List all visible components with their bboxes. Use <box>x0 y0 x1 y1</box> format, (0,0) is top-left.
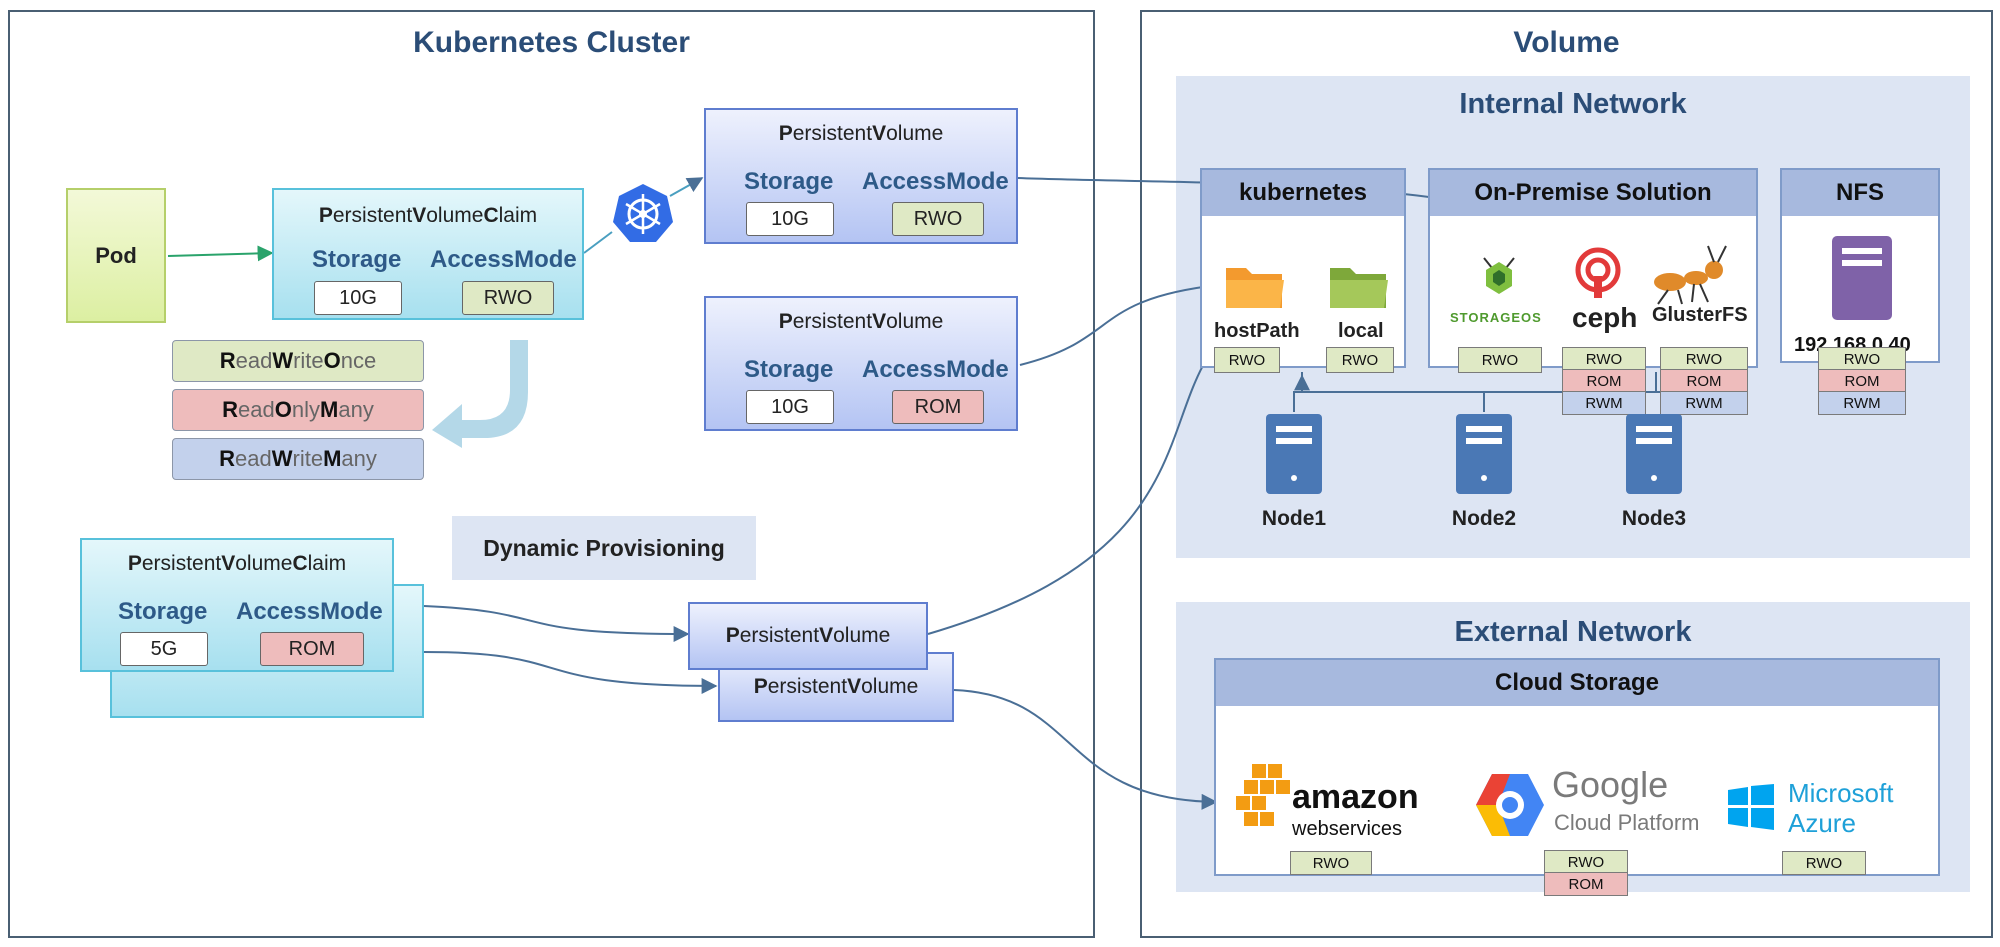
nfs-tag-rwo: RWO <box>1818 347 1906 371</box>
azure-line2: Azure <box>1788 808 1856 838</box>
glusterfs-icon <box>1654 245 1727 305</box>
pv3-title: PersistentVolume <box>725 624 891 647</box>
nfs-server-icon <box>1832 236 1892 320</box>
ceph-label: ceph <box>1572 302 1638 333</box>
azure-tag-rwo: RWO <box>1782 851 1866 875</box>
aws-line1: amazon <box>1292 778 1419 816</box>
ceph-tag-rom: ROM <box>1562 369 1646 393</box>
cloud-storage-title: Cloud Storage <box>1216 660 1938 706</box>
pv2-access-value: ROM <box>892 390 984 424</box>
pvc2-storage-value: 5G <box>120 632 208 666</box>
gluster-tag-rwm: RWM <box>1660 391 1748 415</box>
node1-label: Node1 <box>1261 507 1327 530</box>
pv-box-1[interactable]: PersistentVolume Storage AccessMode 10G … <box>704 108 1018 244</box>
nfs-title: NFS <box>1782 170 1938 216</box>
pvc1-access-label: AccessMode <box>430 246 577 273</box>
nfs-tag-rwm: RWM <box>1818 391 1906 415</box>
external-network-title: External Network <box>1454 616 1692 648</box>
hostpath-label: hostPath <box>1214 320 1300 342</box>
gcp-line1: Google <box>1552 764 1669 805</box>
pvc-to-pv-arrow <box>583 178 702 254</box>
azure-line1: Microsoft <box>1788 778 1894 808</box>
dynamic-provisioning-label: Dynamic Provisioning <box>452 516 756 580</box>
gcp-tag-rwo: RWO <box>1544 850 1628 874</box>
local-label: local <box>1338 320 1384 342</box>
pv1-access-value: RWO <box>892 202 984 236</box>
onprem-title: On-Premise Solution <box>1430 170 1756 216</box>
pv1-title: PersistentVolume <box>778 122 944 145</box>
local-tag-rwo: RWO <box>1326 347 1394 373</box>
pvc2-to-pv4-arrow <box>423 651 718 694</box>
gcp-line2: Cloud Platform <box>1554 810 1700 835</box>
pv2-storage-label: Storage <box>744 356 834 383</box>
aws-cubes-icon <box>1236 764 1290 826</box>
pv4-to-aws-arrow <box>953 689 1218 810</box>
kubernetes-storage-panel: kubernetes hostPath local <box>1200 168 1406 368</box>
pv2-to-hostpath-arrow <box>1019 278 1220 366</box>
azure-windows-icon <box>1728 784 1774 830</box>
ceph-icon <box>1575 247 1621 298</box>
pvc2-access-value: ROM <box>260 632 364 666</box>
cluster-title: Kubernetes Cluster <box>413 26 690 59</box>
storageos-label: STORAGEOS <box>1450 310 1542 325</box>
internal-network-title: Internal Network <box>1459 88 1687 120</box>
hostpath-folder-icon <box>1226 268 1284 308</box>
gluster-tag-rom: ROM <box>1660 369 1748 393</box>
node2-server-icon <box>1456 414 1512 494</box>
storageos-icon <box>1483 257 1515 294</box>
storageos-tag-rwo: RWO <box>1458 347 1542 373</box>
pv1-storage-label: Storage <box>744 168 834 195</box>
nfs-tag-rom: ROM <box>1818 369 1906 393</box>
pv4-title: PersistentVolume <box>753 675 919 698</box>
node1-server-icon <box>1266 414 1322 494</box>
modes-curved-arrow <box>432 340 528 448</box>
pv1-storage-value: 10G <box>746 202 834 236</box>
hostpath-tag-rwo: RWO <box>1214 347 1280 373</box>
pvc2-storage-label: Storage <box>118 598 208 625</box>
ceph-tag-rwo: RWO <box>1562 347 1646 371</box>
aws-tag-rwo: RWO <box>1290 851 1372 875</box>
node-wiring <box>1293 372 1665 412</box>
nfs-panel: NFS 192.168.0.40 <box>1780 168 1940 363</box>
onprem-panel: On-Premise Solution STORAGEOS ceph Glust… <box>1428 168 1758 368</box>
pv-box-2[interactable]: PersistentVolume Storage AccessMode 10G … <box>704 296 1018 431</box>
gcp-hexagon-icon <box>1476 774 1544 836</box>
pvc1-storage-label: Storage <box>312 246 402 273</box>
pv1-access-label: AccessMode <box>862 168 1009 195</box>
pvc1-access-value: RWO <box>462 281 554 315</box>
volume-title: Volume <box>1513 26 1620 59</box>
pv2-access-label: AccessMode <box>862 356 1009 383</box>
node3-server-icon <box>1626 414 1682 494</box>
pv-box-3[interactable]: PersistentVolume <box>688 602 928 670</box>
pvc2-access-label: AccessMode <box>236 598 383 625</box>
pod-to-pvc-arrow <box>167 245 274 262</box>
pod-box[interactable]: Pod <box>66 188 166 323</box>
pvc1-title: PersistentVolumeClaim <box>318 204 538 227</box>
glusterfs-label: GlusterFS <box>1652 304 1748 326</box>
local-folder-icon <box>1330 268 1388 308</box>
pvc1-storage-value: 10G <box>314 281 402 315</box>
pv2-title: PersistentVolume <box>778 310 944 333</box>
gcp-tag-rom: ROM <box>1544 872 1628 896</box>
kubernetes-storage-title: kubernetes <box>1202 170 1404 216</box>
pod-label: Pod <box>95 242 137 268</box>
pvc-box-1[interactable]: PersistentVolumeClaim Storage AccessMode… <box>272 188 584 320</box>
pvc2-to-pv3-arrow <box>423 605 690 642</box>
aws-line2: webservices <box>1292 818 1403 840</box>
pvc2-title: PersistentVolumeClaim <box>127 552 347 575</box>
kubernetes-icon <box>613 184 673 242</box>
ceph-tag-rwm: RWM <box>1562 391 1646 415</box>
pvc-box-2[interactable]: PersistentVolumeClaim Storage AccessMode… <box>80 538 394 672</box>
pv2-storage-value: 10G <box>746 390 834 424</box>
gluster-tag-rwo: RWO <box>1660 347 1748 371</box>
cloud-storage-panel: Cloud Storage amazon webservices Google … <box>1214 658 1940 876</box>
node3-label: Node3 <box>1621 507 1687 530</box>
node2-label: Node2 <box>1451 507 1517 530</box>
